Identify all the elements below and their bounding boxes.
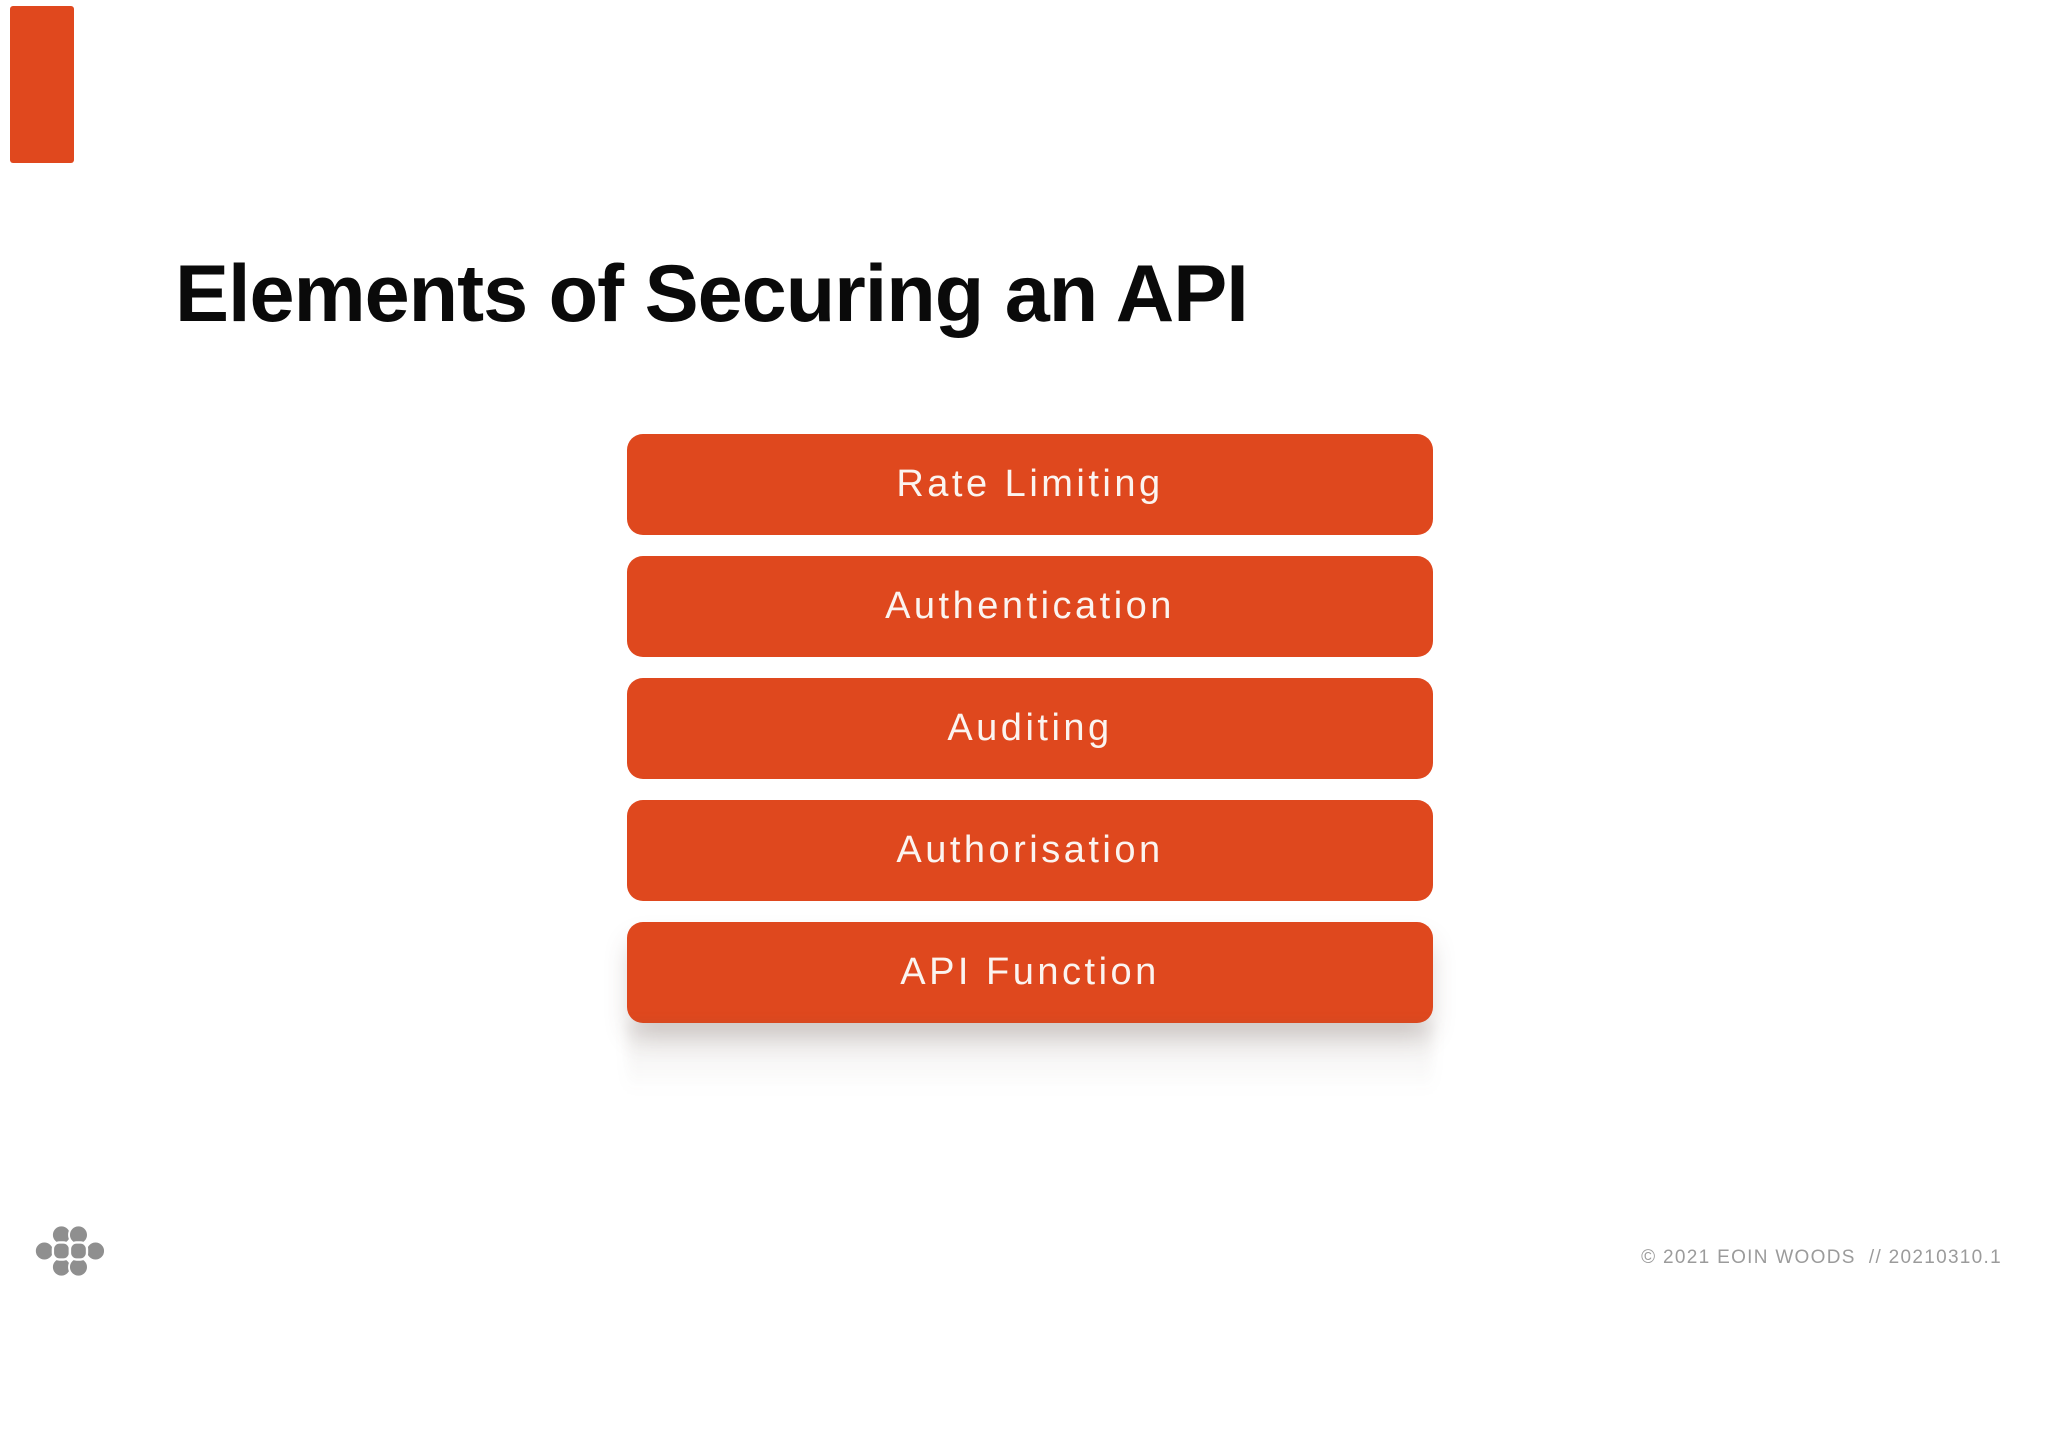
flower-logo-icon [33, 1224, 105, 1278]
stack-soft-shadow [627, 1023, 1433, 1093]
layer-box-label: API Function [900, 951, 1160, 993]
layer-box-label: Rate Limiting [896, 463, 1164, 505]
layer-box-authentication: Authentication [627, 556, 1433, 657]
page-title: Elements of Securing an API [175, 249, 1249, 339]
layer-box-authorisation: Authorisation [627, 800, 1433, 901]
layer-box-api-function: API Function [627, 922, 1433, 1023]
layer-box-label: Authentication [885, 585, 1175, 627]
copyright-text: © 2021 EOIN WOODS // 20210310.1 [1641, 1247, 2002, 1268]
security-layers-stack: Rate Limiting Authentication Auditing Au… [627, 434, 1433, 1023]
layer-box-label: Authorisation [896, 829, 1164, 871]
layer-box-rate-limiting: Rate Limiting [627, 434, 1433, 535]
corner-accent-bar [10, 6, 74, 163]
layer-box-auditing: Auditing [627, 678, 1433, 779]
layer-box-label: Auditing [947, 707, 1113, 749]
